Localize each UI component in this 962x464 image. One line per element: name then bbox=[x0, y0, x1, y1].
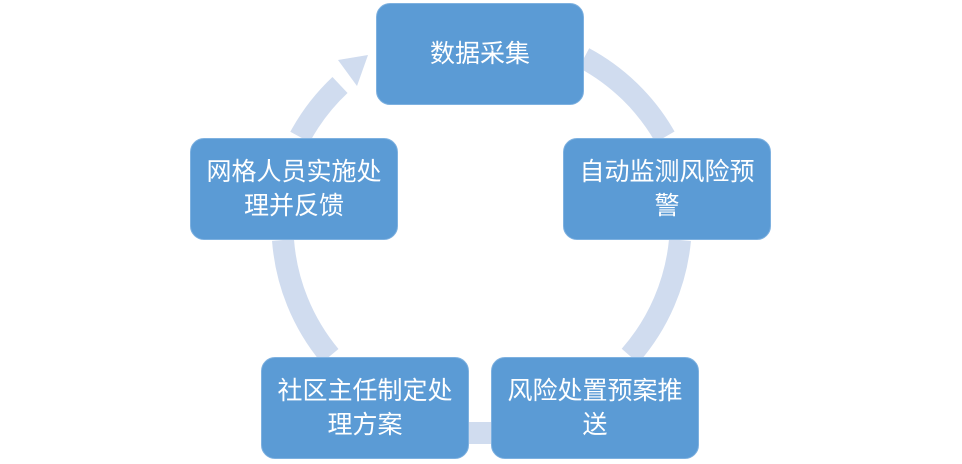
node-plan-push: 风险处置预案推送 bbox=[491, 357, 699, 459]
node-label: 网格人员实施处理并反馈 bbox=[206, 157, 382, 220]
node-label: 风险处置预案推送 bbox=[507, 376, 683, 439]
node-data-collection: 数据采集 bbox=[376, 3, 584, 105]
node-auto-monitoring: 自动监测风险预警 bbox=[563, 138, 771, 240]
node-label: 自动监测风险预警 bbox=[579, 157, 755, 220]
cycle-arc-1 bbox=[578, 48, 675, 143]
cycle-arrowhead-icon bbox=[338, 55, 368, 86]
node-director-plan: 社区主任制定处理方案 bbox=[261, 357, 469, 459]
cycle-arc-4 bbox=[272, 238, 339, 364]
node-label: 数据采集 bbox=[429, 39, 530, 68]
node-grid-staff-feedback: 网格人员实施处理并反馈 bbox=[190, 138, 398, 240]
cycle-arc-2 bbox=[621, 238, 691, 364]
cycle-arc-5 bbox=[290, 76, 348, 143]
node-label: 社区主任制定处理方案 bbox=[277, 376, 453, 439]
